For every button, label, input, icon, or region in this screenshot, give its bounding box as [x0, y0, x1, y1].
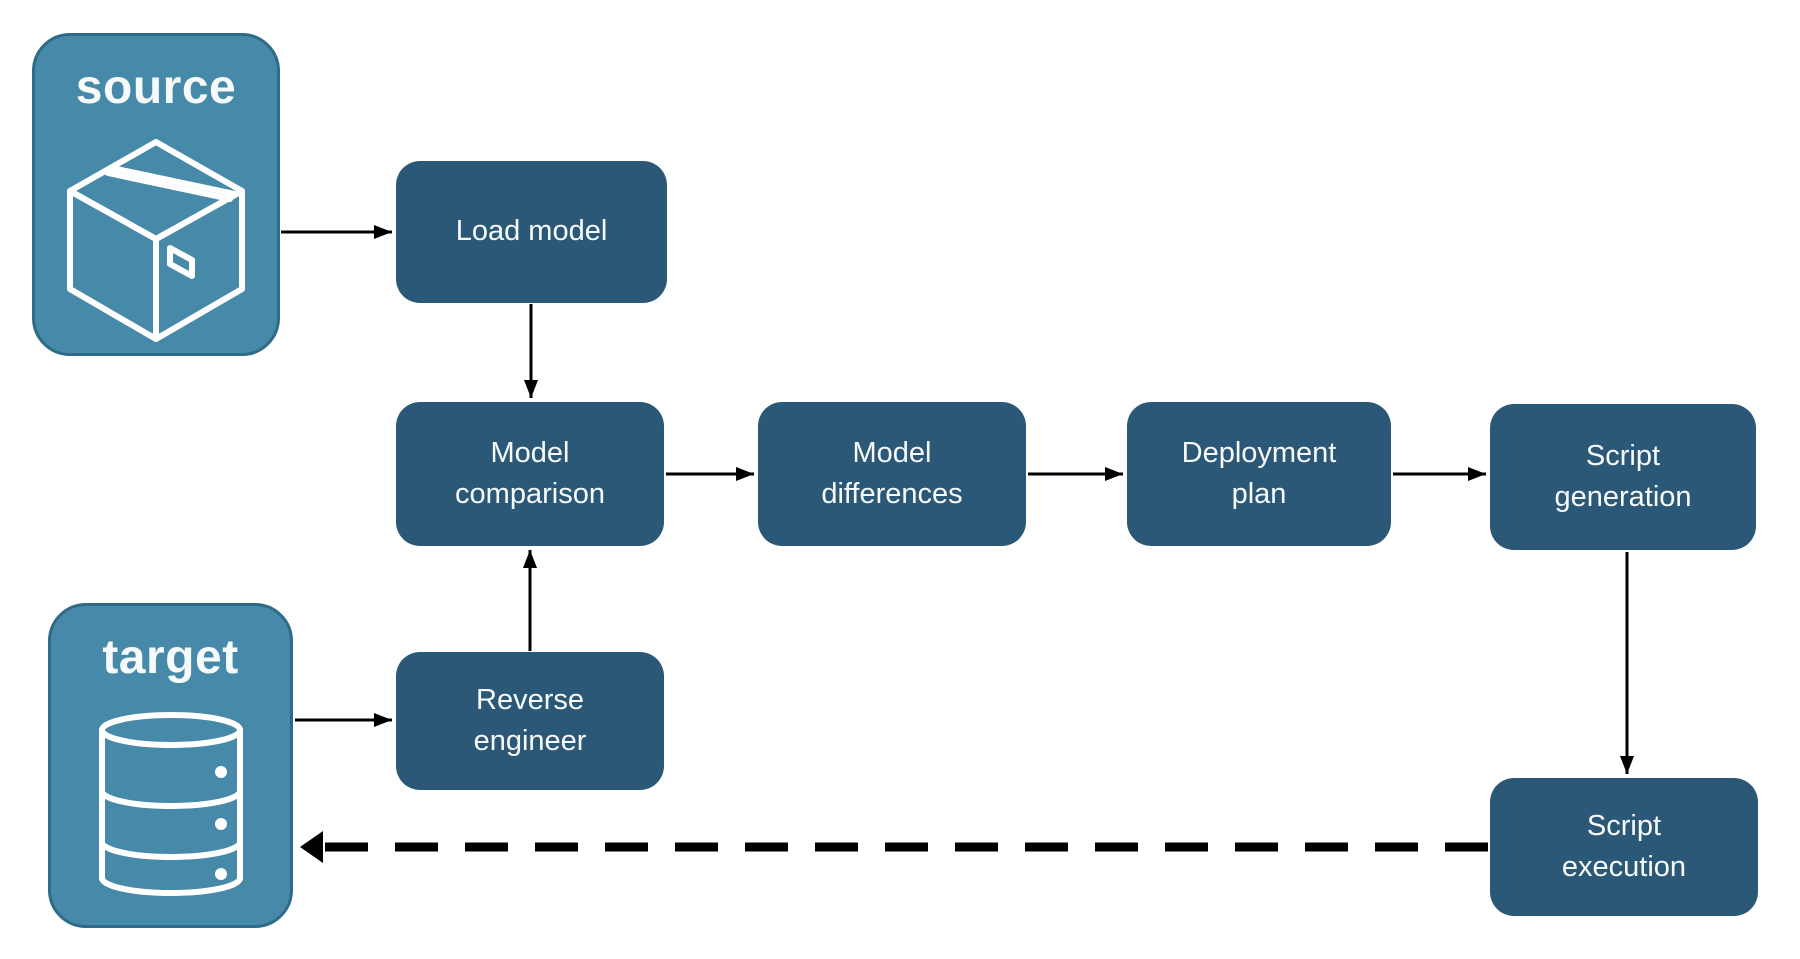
source-container: source [32, 33, 280, 356]
node-reverse-engineer: Reverse engineer [396, 652, 664, 790]
node-label: Script generation [1554, 439, 1692, 513]
target-label: target [102, 631, 239, 684]
target-container: target [48, 603, 293, 928]
node-script-execution: Script execution [1490, 778, 1758, 916]
node-label: Deployment plan [1181, 436, 1337, 510]
node-model-differences: Model differences [758, 402, 1026, 546]
node-label: Model differences [821, 436, 963, 510]
node-load-model: Load model [396, 161, 667, 303]
source-label: source [75, 61, 237, 114]
node-script-generation: Script generation [1490, 404, 1756, 550]
database-icon [98, 711, 243, 896]
node-model-comparison: Model comparison [396, 402, 664, 546]
node-deployment-plan: Deployment plan [1127, 402, 1391, 546]
package-icon [67, 138, 245, 342]
node-label: Script execution [1561, 809, 1687, 883]
node-label: Load model [455, 215, 608, 248]
node-label: Model comparison [455, 436, 605, 510]
node-label: Reverse engineer [473, 683, 587, 757]
